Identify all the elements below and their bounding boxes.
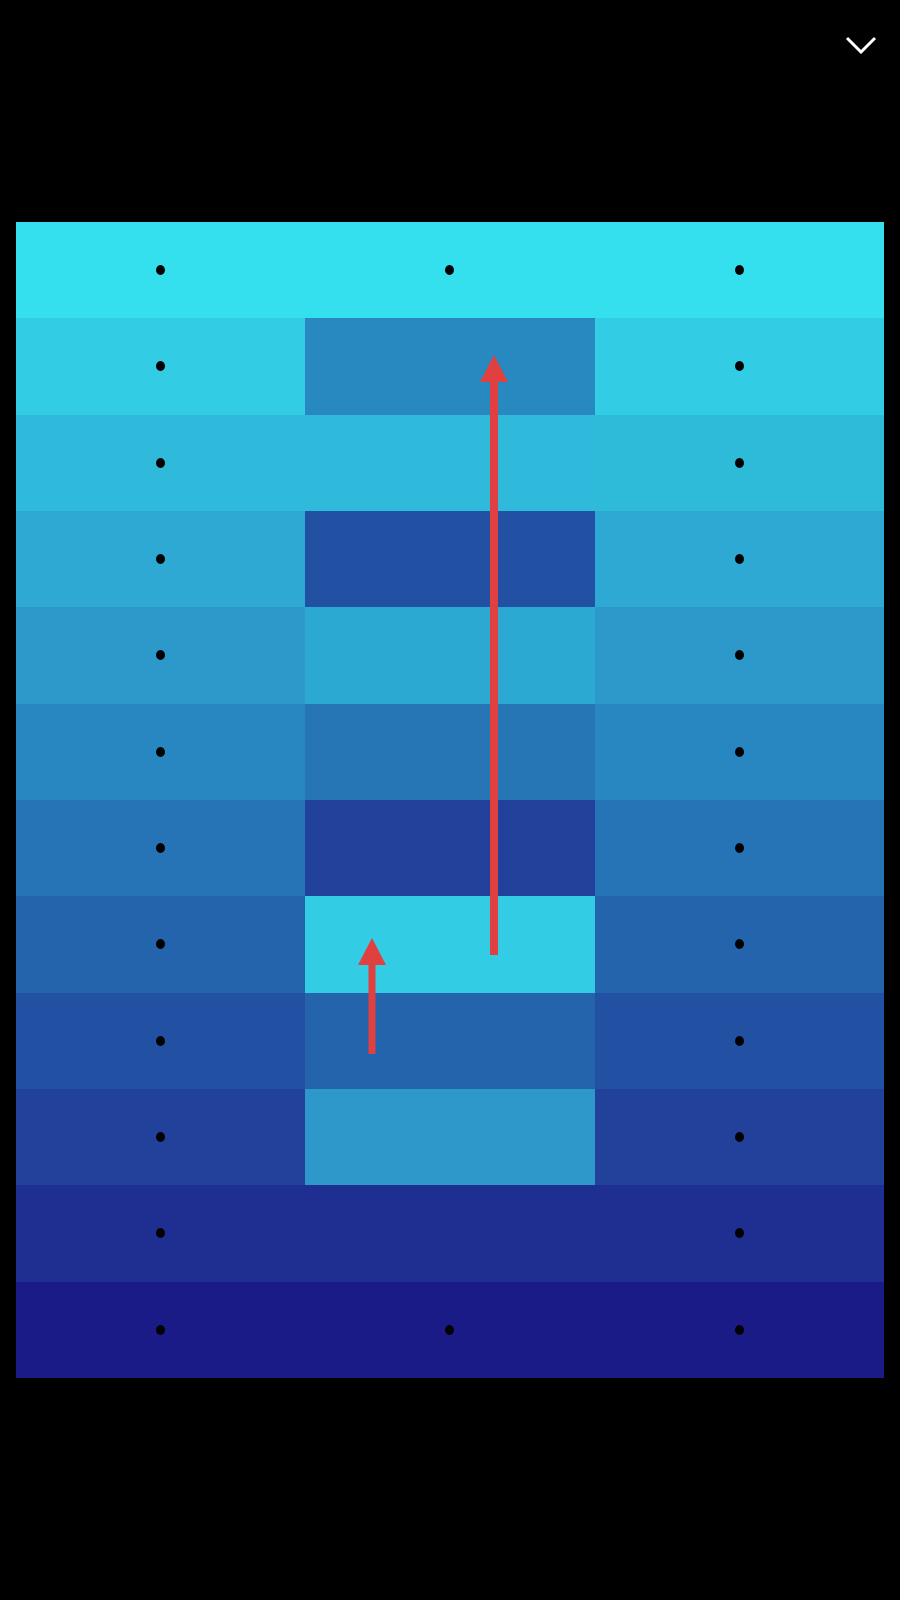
movable-tile[interactable] <box>305 1089 595 1186</box>
locked-tile <box>594 222 884 319</box>
locked-tile <box>16 318 306 415</box>
locked-tile <box>594 1281 884 1378</box>
lock-dot-icon <box>156 1324 166 1335</box>
lock-dot-icon <box>734 746 744 757</box>
lock-dot-icon <box>156 843 166 854</box>
locked-tile <box>16 222 306 319</box>
lock-dot-icon <box>156 457 166 468</box>
lock-dot-icon <box>734 650 744 661</box>
locked-tile <box>305 222 595 319</box>
lock-dot-icon <box>734 939 744 950</box>
puzzle-board <box>16 222 884 1378</box>
lock-dot-icon <box>156 1228 166 1239</box>
lock-dot-icon <box>156 650 166 661</box>
movable-tile[interactable] <box>305 318 595 415</box>
locked-tile <box>16 1185 306 1282</box>
locked-tile <box>16 800 306 897</box>
locked-tile <box>16 607 306 704</box>
locked-tile <box>594 703 884 800</box>
movable-tile[interactable] <box>305 414 595 511</box>
lock-dot-icon <box>156 1132 166 1143</box>
lock-dot-icon <box>734 843 744 854</box>
lock-dot-icon <box>734 554 744 565</box>
lock-dot-icon <box>156 554 166 565</box>
movable-tile[interactable] <box>305 1185 595 1282</box>
lock-dot-icon <box>156 1035 166 1046</box>
locked-tile <box>594 511 884 608</box>
lock-dot-icon <box>734 265 744 276</box>
locked-tile <box>16 992 306 1089</box>
lock-dot-icon <box>734 457 744 468</box>
locked-tile <box>16 511 306 608</box>
lock-dot-icon <box>734 1324 744 1335</box>
lock-dot-icon <box>156 746 166 757</box>
locked-tile <box>16 703 306 800</box>
menu-chevron-button[interactable] <box>843 30 879 60</box>
lock-dot-icon <box>734 361 744 372</box>
lock-dot-icon <box>445 1324 455 1335</box>
locked-tile <box>16 896 306 993</box>
lock-dot-icon <box>156 939 166 950</box>
locked-tile <box>16 1089 306 1186</box>
locked-tile <box>594 800 884 897</box>
locked-tile <box>305 1281 595 1378</box>
chevron-down-icon <box>845 36 877 55</box>
locked-tile <box>594 1185 884 1282</box>
locked-tile <box>594 318 884 415</box>
locked-tile <box>594 1089 884 1186</box>
lock-dot-icon <box>734 1035 744 1046</box>
locked-tile <box>594 607 884 704</box>
locked-tile <box>16 1281 306 1378</box>
lock-dot-icon <box>156 361 166 372</box>
lock-dot-icon <box>156 265 166 276</box>
lock-dot-icon <box>734 1228 744 1239</box>
locked-tile <box>16 414 306 511</box>
movable-tile[interactable] <box>305 800 595 897</box>
locked-tile <box>594 896 884 993</box>
locked-tile <box>594 992 884 1089</box>
lock-dot-icon <box>445 265 455 276</box>
movable-tile[interactable] <box>305 511 595 608</box>
movable-tile[interactable] <box>305 703 595 800</box>
movable-tile[interactable] <box>305 896 595 993</box>
locked-tile <box>594 414 884 511</box>
lock-dot-icon <box>734 1132 744 1143</box>
movable-tile[interactable] <box>305 992 595 1089</box>
movable-tile[interactable] <box>305 607 595 704</box>
